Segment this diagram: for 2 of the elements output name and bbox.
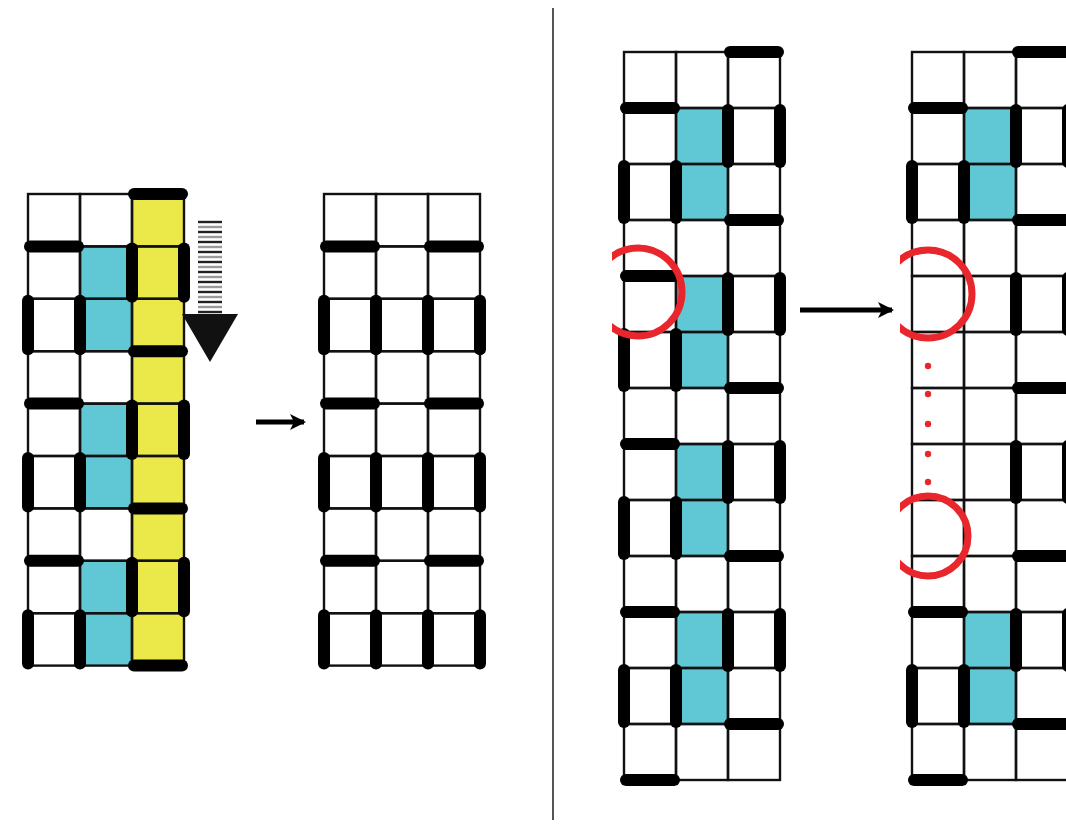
arrow (256, 414, 306, 430)
arrow (800, 302, 894, 318)
